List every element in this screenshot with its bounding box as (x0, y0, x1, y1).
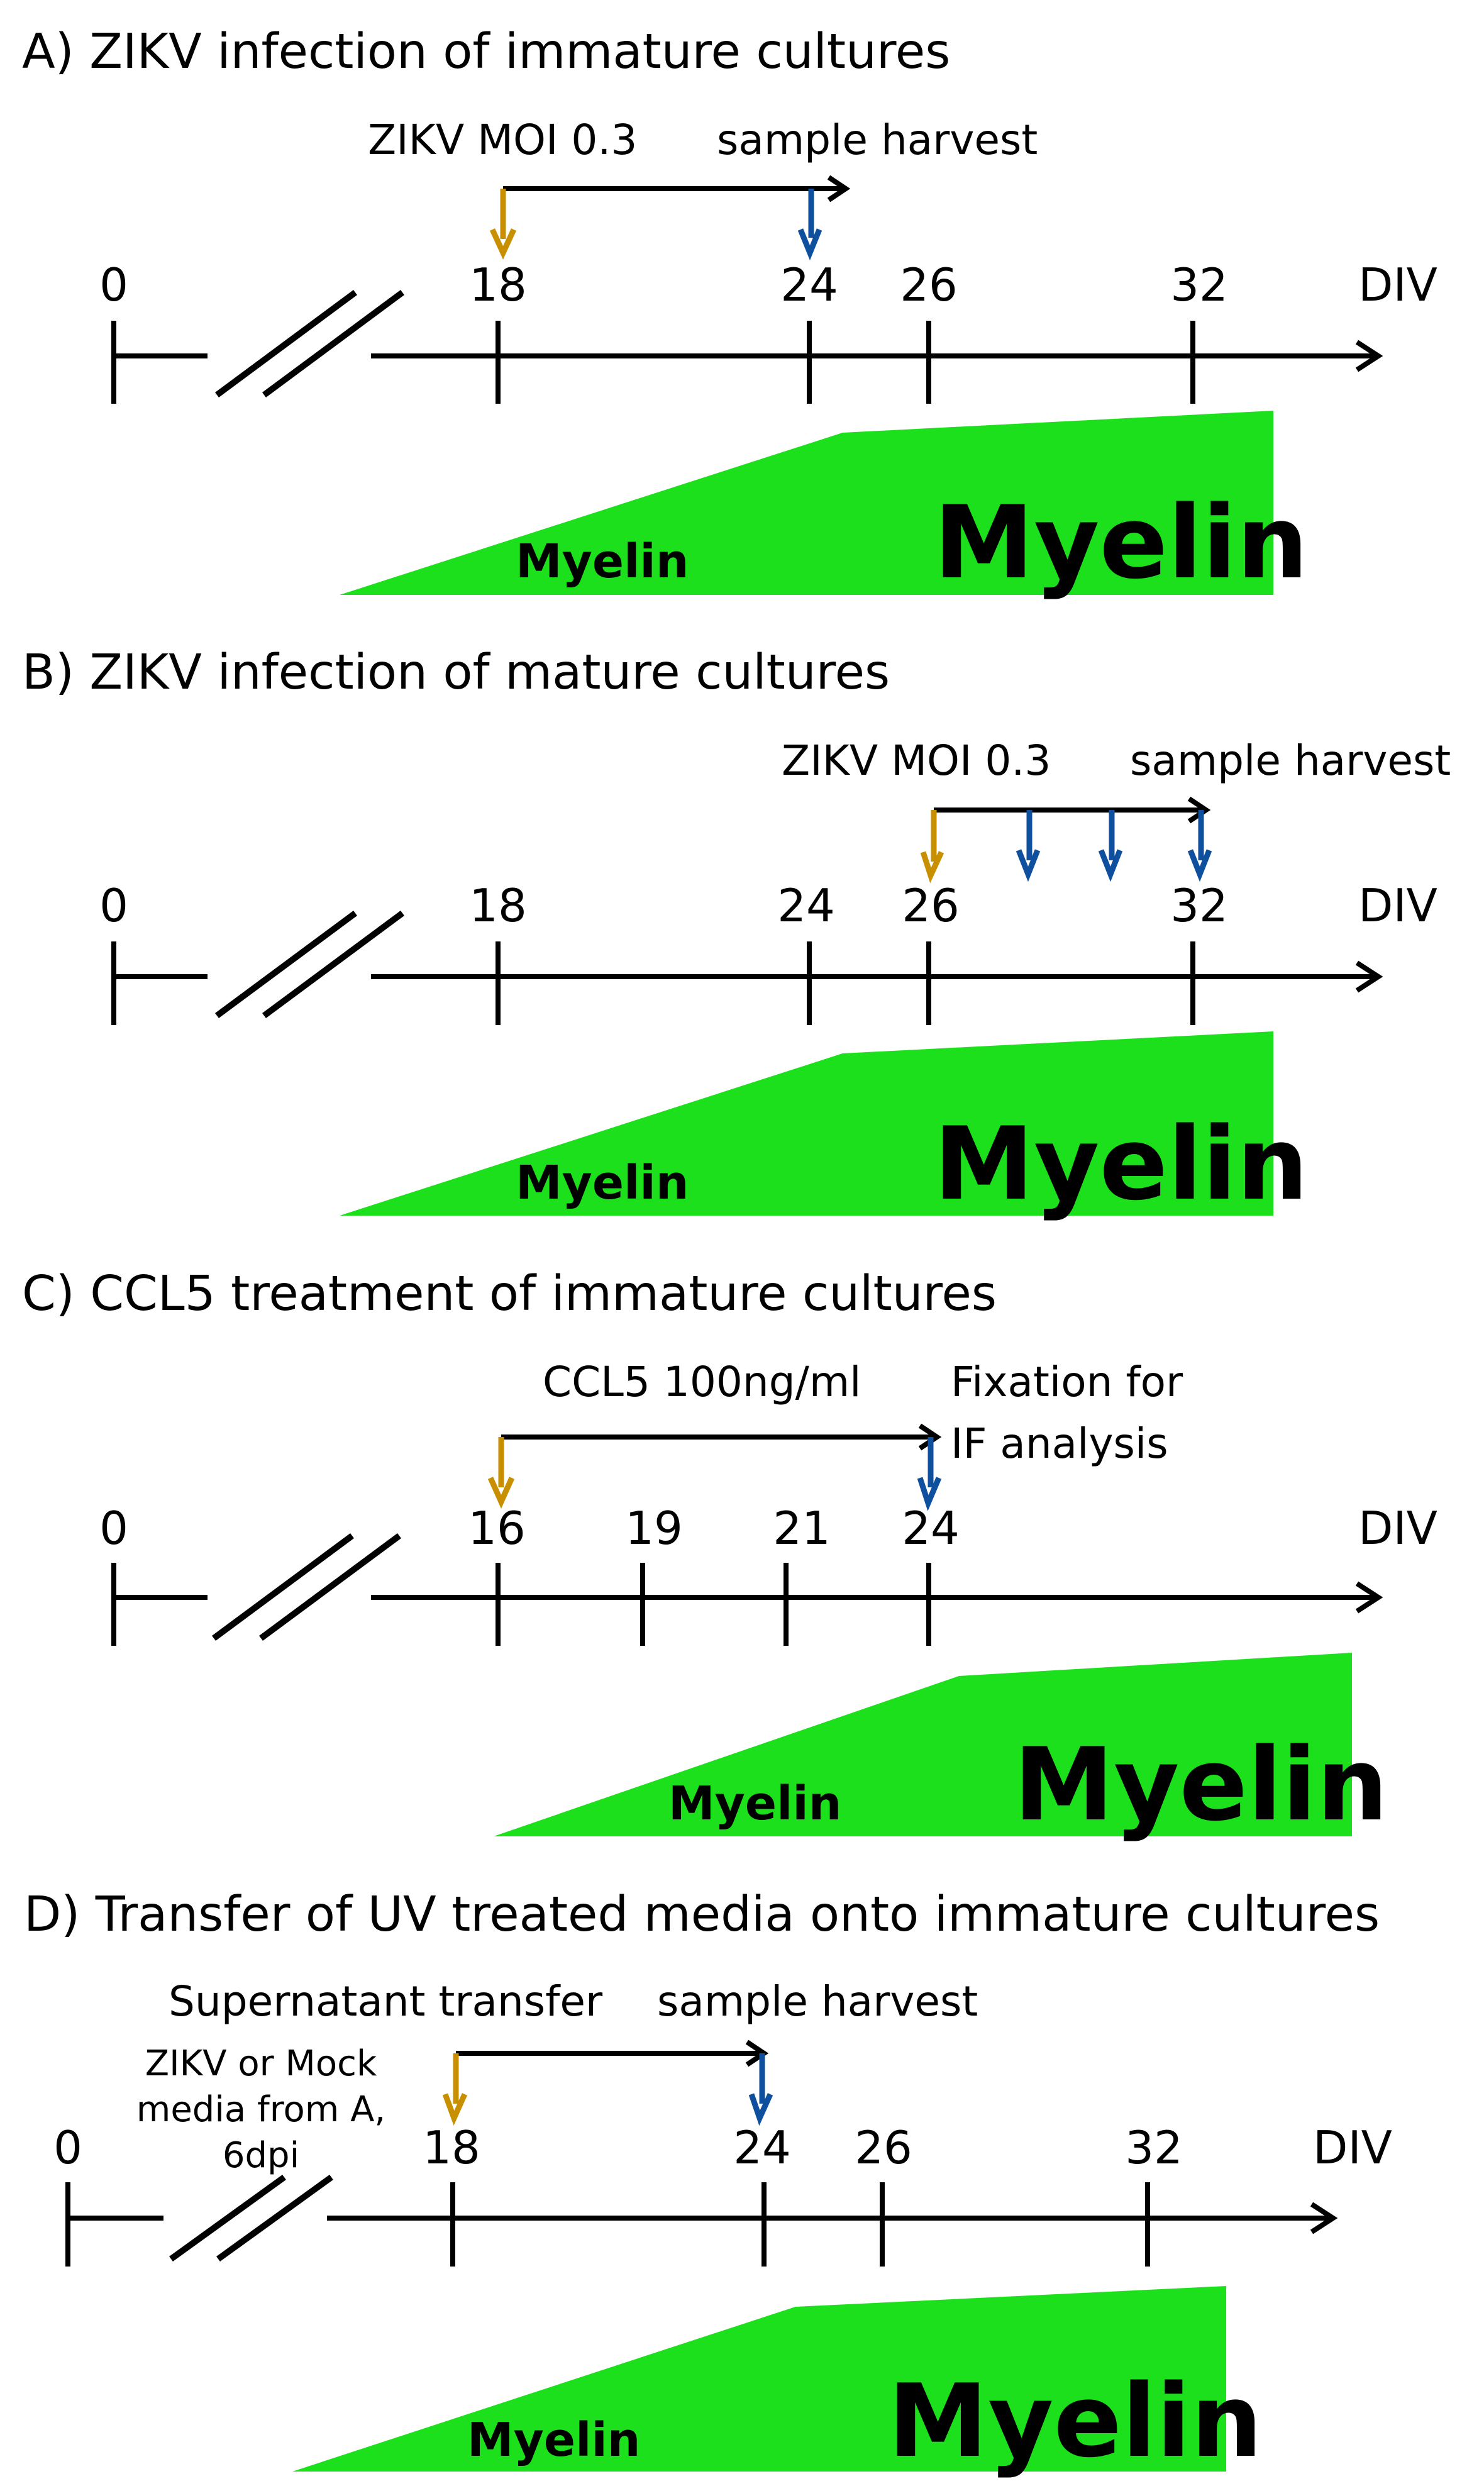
panel-b-myelin-label-small: Myelin (516, 1156, 689, 1210)
panel-a-myelin-label-small: Myelin (516, 535, 689, 589)
panel-a-bracket-arrowhead (827, 175, 851, 203)
panel-a-myelin-label-large: Myelin (934, 484, 1309, 601)
panel-b-tick-label: 18 (469, 879, 527, 932)
panel-d-myelin-label-large: Myelin (888, 2362, 1263, 2480)
panel-b-treatment-label: ZIKV MOI 0.3 (782, 736, 1051, 785)
panel-c-myelin-ramp (494, 1653, 1352, 1836)
panel-a-start-arrowhead (489, 228, 517, 260)
panel-c-harvest-arrowhead (917, 1477, 942, 1511)
panel-d-axis-break (216, 2174, 333, 2262)
panel-a-harvest-arrowhead (797, 228, 822, 260)
panel-c-tick-label: 16 (468, 1502, 526, 1555)
panel-b-unit-label: DIV (1358, 879, 1437, 932)
panel-a-unit-label: DIV (1358, 258, 1437, 311)
panel-d-note-line2: media from A, (136, 2089, 385, 2130)
panel-c: C) CCL5 treatment of immature cultures C… (22, 1266, 1437, 1843)
panel-c-tick-label: 19 (625, 1502, 683, 1555)
panel-b-tick-label: 0 (99, 879, 128, 932)
panel-b-bracket-arrowhead (1187, 796, 1211, 824)
panel-b-axis-break (215, 910, 357, 1019)
panel-b-myelin-label-large: Myelin (934, 1105, 1309, 1223)
panel-b: B) ZIKV infection of mature cultures ZIK… (22, 645, 1451, 1223)
panel-b-myelin-ramp (340, 1031, 1273, 1216)
panel-a-tick-label: 18 (469, 258, 527, 311)
panel-a-axis-break (262, 289, 404, 398)
panel-d-treatment-label: Supernatant transfer (169, 1977, 603, 2026)
panel-d-title: D) Transfer of UV treated media onto imm… (24, 1887, 1380, 1943)
panel-c-end-label-line1: Fixation for (951, 1358, 1183, 1406)
panel-b-title: B) ZIKV infection of mature cultures (22, 645, 890, 701)
panel-b-harvest-arrowhead (1187, 849, 1212, 882)
panel-a-axis-break (215, 289, 357, 398)
panel-a-treatment-label: ZIKV MOI 0.3 (368, 116, 637, 164)
panel-b-axis-break (262, 910, 404, 1019)
panel-b-tick-label: 24 (777, 879, 835, 932)
panel-c-axis-arrowhead (1355, 1581, 1383, 1614)
panel-c-myelin-label-small: Myelin (668, 1777, 841, 1831)
panel-a: A) ZIKV infection of immature cultures Z… (22, 24, 1437, 601)
panel-d-start-arrowhead (442, 2093, 468, 2126)
panel-b-tick-label: 32 (1170, 879, 1228, 932)
panel-d-tick-label: 26 (855, 2121, 912, 2174)
panel-d-end-label: sample harvest (657, 1977, 978, 2026)
panel-b-harvest-arrowhead (1098, 849, 1123, 882)
panel-c-tick-label: 0 (99, 1502, 128, 1555)
panel-a-axis-arrowhead (1355, 340, 1383, 372)
panel-c-axis-break (212, 1533, 354, 1641)
panel-d-tick-label: 24 (733, 2121, 791, 2174)
panel-d-note-line3: 6dpi (223, 2135, 299, 2176)
panel-b-tick-label: 26 (902, 879, 960, 932)
panel-c-end-label-line2: IF analysis (951, 1419, 1168, 1468)
panel-a-title: A) ZIKV infection of immature cultures (22, 24, 950, 80)
panel-d: D) Transfer of UV treated media onto imm… (24, 1887, 1392, 2480)
panel-c-bracket-arrowhead (918, 1423, 942, 1451)
panel-d-tick-label: 18 (423, 2121, 480, 2174)
panel-d-harvest-arrowhead (748, 2093, 773, 2126)
panel-c-treatment-label: CCL5 100ng/ml (543, 1358, 861, 1406)
panel-b-harvest-arrowhead (1016, 849, 1041, 882)
panel-c-tick-label: 21 (773, 1502, 831, 1555)
panel-d-myelin-label-small: Myelin (467, 2413, 640, 2467)
panel-a-end-label: sample harvest (717, 116, 1038, 164)
panel-a-tick-label: 32 (1170, 258, 1228, 311)
panel-d-tick-label: 32 (1125, 2121, 1183, 2174)
panel-c-title: C) CCL5 treatment of immature cultures (22, 1266, 997, 1322)
panel-c-start-arrowhead (487, 1477, 515, 1509)
panel-a-myelin-ramp (340, 411, 1273, 595)
panel-a-tick-label: 24 (780, 258, 838, 311)
panel-b-end-label: sample harvest (1130, 736, 1451, 785)
panel-b-axis-arrowhead (1355, 960, 1383, 993)
panel-c-axis-break (259, 1533, 401, 1641)
panel-a-tick-label: 26 (900, 258, 958, 311)
panel-b-start-arrowhead (920, 851, 944, 884)
panel-d-note-line1: ZIKV or Mock (145, 2043, 377, 2084)
panel-c-unit-label: DIV (1358, 1502, 1437, 1555)
panel-c-tick-label: 24 (902, 1502, 960, 1555)
panel-c-myelin-label-large: Myelin (1014, 1726, 1388, 1843)
panel-d-tick-label: 0 (53, 2121, 82, 2174)
panel-a-tick-label: 0 (99, 258, 128, 311)
panel-d-myelin-ramp (292, 2286, 1226, 2472)
panel-d-axis-arrowhead (1310, 2202, 1338, 2234)
panel-d-unit-label: DIV (1313, 2121, 1392, 2174)
panel-d-axis-break (169, 2174, 286, 2262)
